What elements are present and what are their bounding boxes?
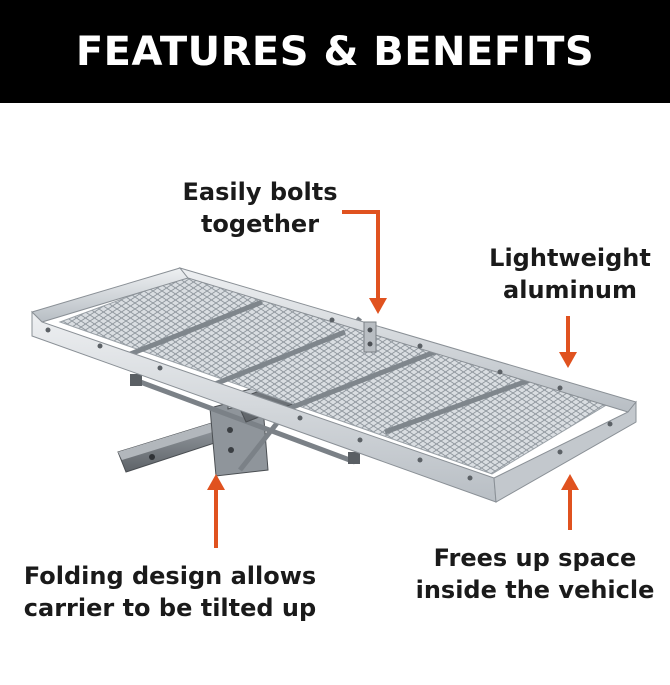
banner-title: FEATURES & BENEFITS (75, 28, 595, 75)
callout-frees-space: Frees up space inside the vehicle (410, 542, 660, 606)
header-banner: FEATURES & BENEFITS (0, 0, 670, 103)
callout-easily-bolts-line1: Easily bolts (182, 178, 338, 206)
lightweight-arrowhead-icon (559, 352, 577, 368)
callout-frees-space-line2: inside the vehicle (415, 576, 655, 604)
callout-folding-design-line2: carrier to be tilted up (23, 594, 317, 622)
callout-folding-design-line1: Folding design allows (23, 562, 317, 590)
callout-frees-space-line1: Frees up space (433, 544, 637, 572)
callout-lightweight-line2: aluminum (503, 276, 637, 304)
folding-arrowhead-icon (207, 474, 225, 490)
bolts-arrowhead-icon (369, 298, 387, 314)
callout-folding-design: Folding design allows carrier to be tilt… (10, 560, 330, 624)
cargo-tray (31, 267, 637, 503)
callout-arrows (214, 210, 572, 548)
frees-arrowhead-icon (561, 474, 579, 490)
callout-easily-bolts: Easily bolts together (170, 176, 350, 240)
callout-lightweight: Lightweight aluminum (480, 242, 660, 306)
callout-lightweight-line1: Lightweight (489, 244, 651, 272)
callout-easily-bolts-line2: together (200, 210, 320, 238)
bolts-arrow (342, 210, 380, 300)
